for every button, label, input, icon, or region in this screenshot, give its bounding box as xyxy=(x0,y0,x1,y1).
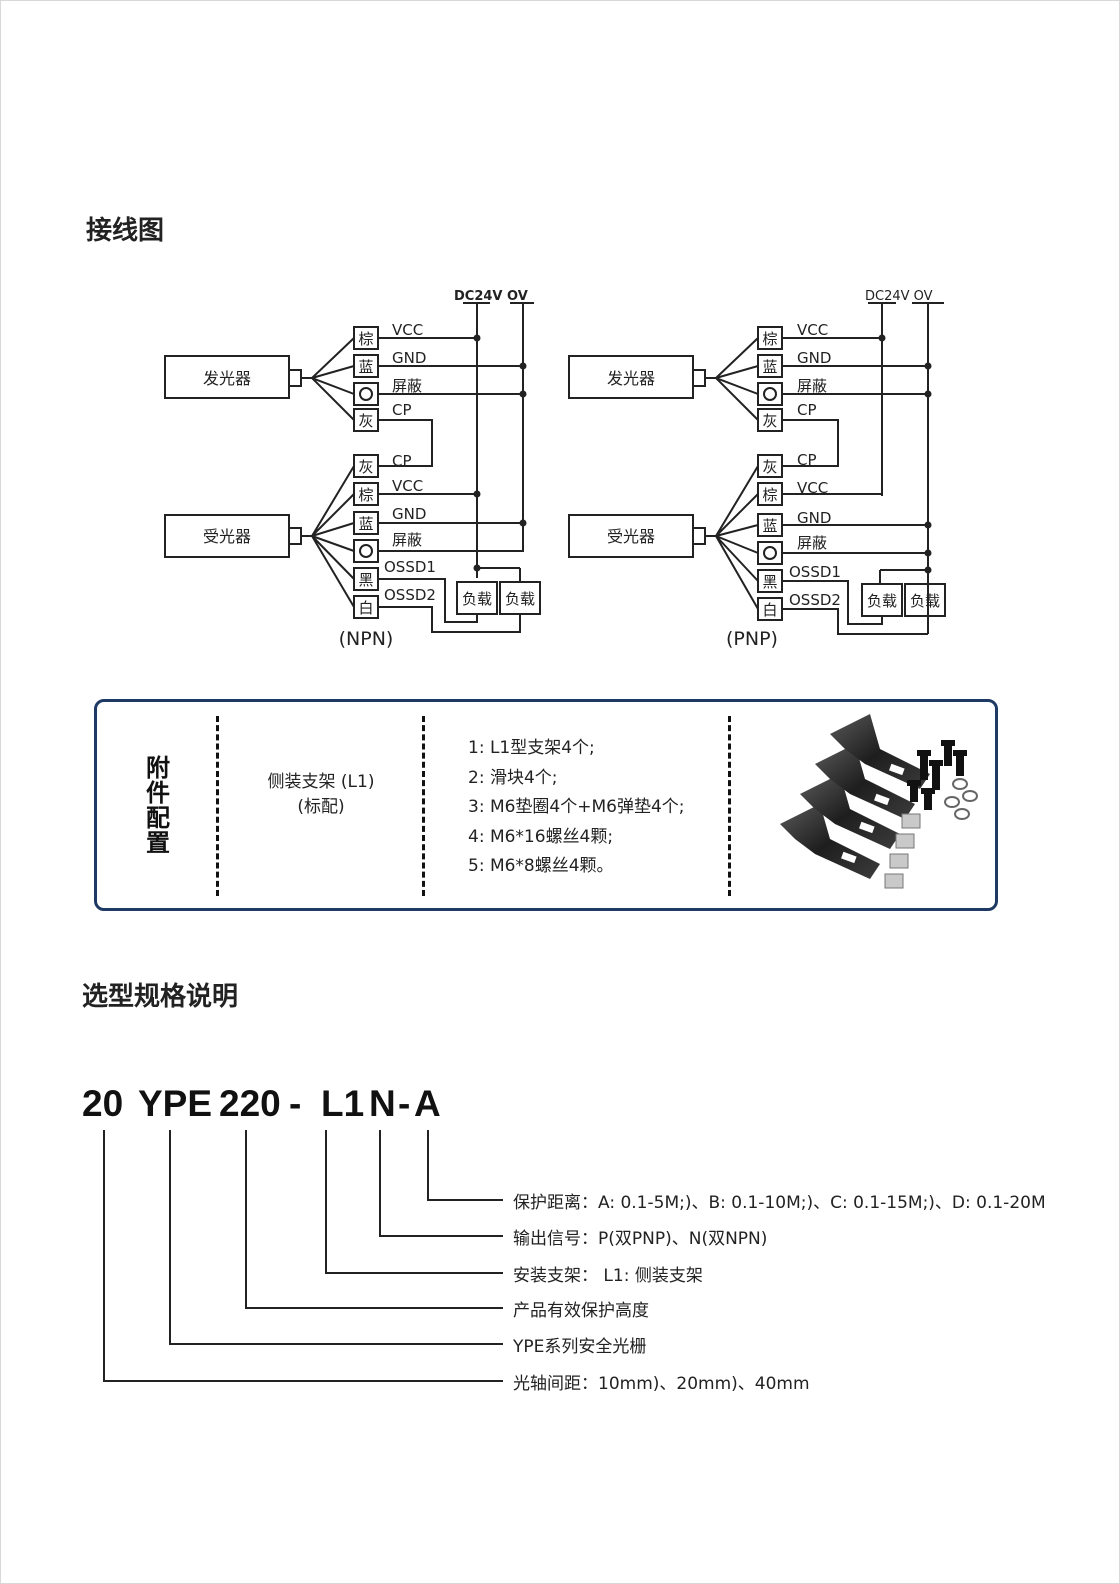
signal-gnd: GND xyxy=(797,349,831,367)
spec-series: YPE系列安全光栅 xyxy=(513,1337,647,1357)
wire-color-blue: 蓝 xyxy=(762,358,777,376)
emitter-label-pnp: 发光器 xyxy=(607,369,655,388)
selection-title: 选型规格说明 xyxy=(82,982,239,1012)
wire-color-blue: 蓝 xyxy=(358,358,373,376)
signal-cp: CP xyxy=(797,451,817,469)
signal-cp: CP xyxy=(392,401,412,419)
npn-label: (NPN) xyxy=(339,628,394,650)
model-code-part: A xyxy=(414,1083,441,1124)
signal-ossd2: OSSD2 xyxy=(789,591,841,609)
model-code-part: L1 xyxy=(321,1083,365,1124)
supply-label-pnp: DC24V OV xyxy=(865,289,933,304)
signal-vcc: VCC xyxy=(392,321,423,339)
signal-cp: CP xyxy=(797,401,817,419)
wire-color-white: 白 xyxy=(358,599,373,617)
spec-protection-distance: 保护距离：A: 0.1-5M;)、B: 0.1-10M;)、C: 0.1-15M… xyxy=(513,1193,1046,1213)
signal-vcc: VCC xyxy=(797,321,828,339)
list-item: 2: 滑块4个; xyxy=(468,767,558,788)
model-code-part: YPE xyxy=(138,1083,213,1124)
load-label: 负载 xyxy=(505,590,535,608)
spec-mounting-bracket: 安装支架： L1: 侧装支架 xyxy=(513,1266,703,1286)
list-item: 4: M6*16螺丝4颗; xyxy=(468,826,614,847)
dashed-divider xyxy=(422,716,425,896)
wire-color-black: 黑 xyxy=(358,571,373,589)
wire-color-gray: 灰 xyxy=(762,412,777,430)
list-item: 1: L1型支架4个; xyxy=(468,738,595,758)
wire-color-gray: 灰 xyxy=(762,458,777,476)
list-item: 3: M6垫圈4个+M6弹垫4个; xyxy=(468,797,685,817)
signal-gnd: GND xyxy=(392,505,426,523)
accessories-label: 附件配置 xyxy=(141,755,170,855)
signal-gnd: GND xyxy=(392,349,426,367)
signal-shield: 屏蔽 xyxy=(392,531,422,549)
receiver-label-pnp: 受光器 xyxy=(607,527,655,546)
load-label: 负载 xyxy=(867,592,897,610)
wire-color-brown: 棕 xyxy=(762,486,777,504)
wire-color-brown: 棕 xyxy=(762,330,777,348)
signal-cp: CP xyxy=(392,452,412,470)
signal-ossd1: OSSD1 xyxy=(384,558,436,576)
signal-ossd1: OSSD1 xyxy=(789,563,841,581)
signal-shield: 屏蔽 xyxy=(797,534,827,552)
model-code-part: - xyxy=(398,1083,411,1124)
signal-vcc: VCC xyxy=(797,479,828,497)
dashed-divider xyxy=(216,716,219,896)
accessories-panel xyxy=(94,699,998,911)
dashed-divider xyxy=(728,716,731,896)
model-code-part: 20 xyxy=(82,1083,124,1124)
wire-color-blue: 蓝 xyxy=(762,517,777,535)
wire-color-white: 白 xyxy=(762,601,777,619)
bracket-kit-image xyxy=(780,714,978,889)
signal-shield: 屏蔽 xyxy=(797,377,827,395)
wire-color-black: 黑 xyxy=(762,573,777,591)
load-label: 负载 xyxy=(462,590,492,608)
accessory-name: 侧装支架 (L1) (标配) xyxy=(267,772,375,817)
signal-ossd2: OSSD2 xyxy=(384,586,436,604)
list-item: 5: M6*8螺丝4颗。 xyxy=(468,856,614,876)
load-label: 负载 xyxy=(910,592,940,610)
signal-vcc: VCC xyxy=(392,477,423,495)
wire-color-gray: 灰 xyxy=(358,412,373,430)
pnp-label: (PNP) xyxy=(726,628,778,650)
receiver-label-npn: 受光器 xyxy=(203,527,251,546)
wire-color-brown: 棕 xyxy=(358,330,373,348)
spec-beam-spacing: 光轴间距：10mm)、20mm)、40mm xyxy=(513,1374,810,1394)
supply-label-npn: DC24V OV xyxy=(454,289,528,304)
signal-gnd: GND xyxy=(797,509,831,527)
model-code-part: 220 xyxy=(219,1083,281,1124)
model-code-part: - xyxy=(289,1083,302,1124)
accessory-item-list: 1: L1型支架4个; 2: 滑块4个; 3: M6垫圈4个+M6弹垫4个; 4… xyxy=(468,734,685,882)
wiring-diagram-title: 接线图 xyxy=(86,216,165,246)
wire-color-blue: 蓝 xyxy=(358,515,373,533)
spec-output-signal: 输出信号：P(双PNP)、N(双NPN) xyxy=(513,1229,768,1249)
model-code-part: N xyxy=(369,1083,396,1124)
wire-color-gray: 灰 xyxy=(358,458,373,476)
emitter-label-npn: 发光器 xyxy=(203,369,251,388)
wiring-diagram: DC24V OV 发光器 受光器 棕 蓝 灰 灰 棕 蓝 黑 白 VCC GND… xyxy=(164,289,946,650)
spec-protection-height: 产品有效保护高度 xyxy=(513,1301,649,1321)
signal-shield: 屏蔽 xyxy=(392,377,422,395)
wire-color-brown: 棕 xyxy=(358,486,373,504)
